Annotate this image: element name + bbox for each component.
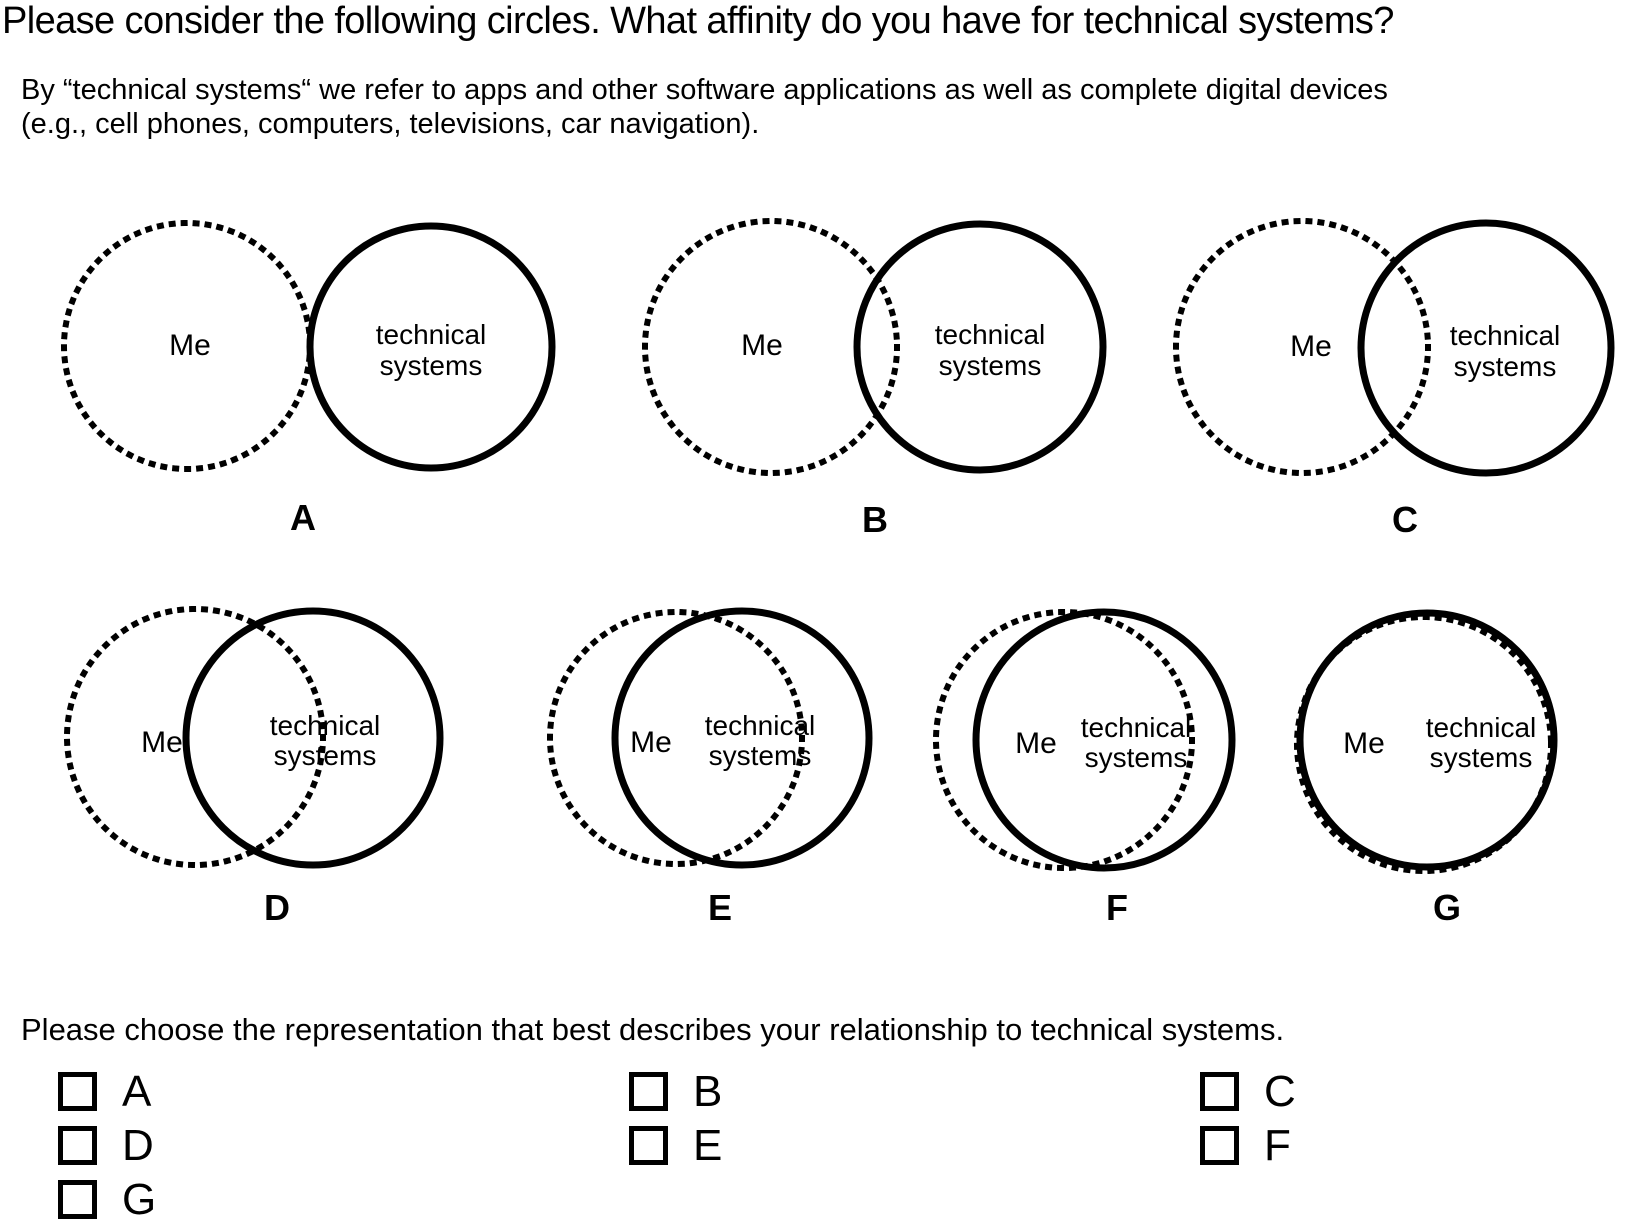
option-E[interactable]: E: [629, 1121, 723, 1170]
technical-systems-circle-icon: [1296, 609, 1558, 871]
me-label: Me: [1343, 727, 1385, 760]
option-label-E: E: [693, 1121, 723, 1170]
diagram-letter: B: [862, 499, 888, 540]
option-G[interactable]: G: [58, 1175, 157, 1221]
option-D[interactable]: D: [58, 1121, 154, 1170]
me-label: Me: [141, 726, 183, 759]
option-label-F: F: [1264, 1121, 1291, 1170]
me-label: Me: [1015, 727, 1057, 760]
page-title: Please consider the following circles. W…: [2, 0, 1394, 42]
option-F[interactable]: F: [1200, 1121, 1291, 1170]
diagram-letter: C: [1392, 499, 1418, 540]
me-circle-icon: [933, 609, 1195, 871]
definition-text: By “technical systems“ we refer to apps …: [21, 74, 1621, 141]
me-label: Me: [630, 726, 672, 759]
option-B[interactable]: B: [629, 1067, 723, 1116]
checkbox-G[interactable]: [58, 1180, 97, 1219]
me-label: Me: [169, 329, 211, 362]
diagram-letter: D: [264, 887, 290, 928]
checkbox-E[interactable]: [629, 1126, 668, 1165]
option-label-C: C: [1264, 1067, 1296, 1116]
me-label: Me: [741, 329, 783, 362]
diagram-letter: A: [290, 497, 316, 538]
option-label-G: G: [122, 1175, 157, 1221]
option-label-A: A: [122, 1067, 152, 1116]
definition-line-2: (e.g., cell phones, computers, televisio…: [21, 107, 760, 140]
checkbox-D[interactable]: [58, 1126, 97, 1165]
checkbox-A[interactable]: [58, 1072, 97, 1111]
me-circle-icon: [64, 606, 326, 868]
option-A[interactable]: A: [58, 1067, 152, 1116]
me-circle-icon: [642, 218, 900, 476]
diagram-letter: G: [1433, 887, 1461, 928]
technical-systems-circle-icon: [972, 608, 1236, 872]
me-circle-icon: [1173, 218, 1431, 476]
technical-systems-circle-icon: [182, 607, 444, 869]
definition-line-1: By “technical systems“ we refer to apps …: [21, 74, 1388, 106]
technical-systems-circle-icon: [306, 222, 556, 472]
checkbox-B[interactable]: [629, 1072, 668, 1111]
option-label-D: D: [122, 1121, 154, 1170]
diagram-letter: E: [708, 887, 732, 928]
me-label: Me: [1290, 330, 1332, 363]
option-label-B: B: [693, 1067, 723, 1116]
checkbox-F[interactable]: [1200, 1126, 1239, 1165]
technical-systems-circle-icon: [1357, 219, 1615, 477]
technical-systems-circle-icon: [611, 607, 873, 869]
me-circle-icon: [547, 609, 805, 867]
question-text: Please choose the representation that be…: [21, 1012, 1285, 1047]
technical-systems-circle-icon: [853, 220, 1107, 474]
diagram-letter: F: [1106, 887, 1128, 928]
option-C[interactable]: C: [1200, 1067, 1296, 1116]
checkbox-C[interactable]: [1200, 1072, 1239, 1111]
